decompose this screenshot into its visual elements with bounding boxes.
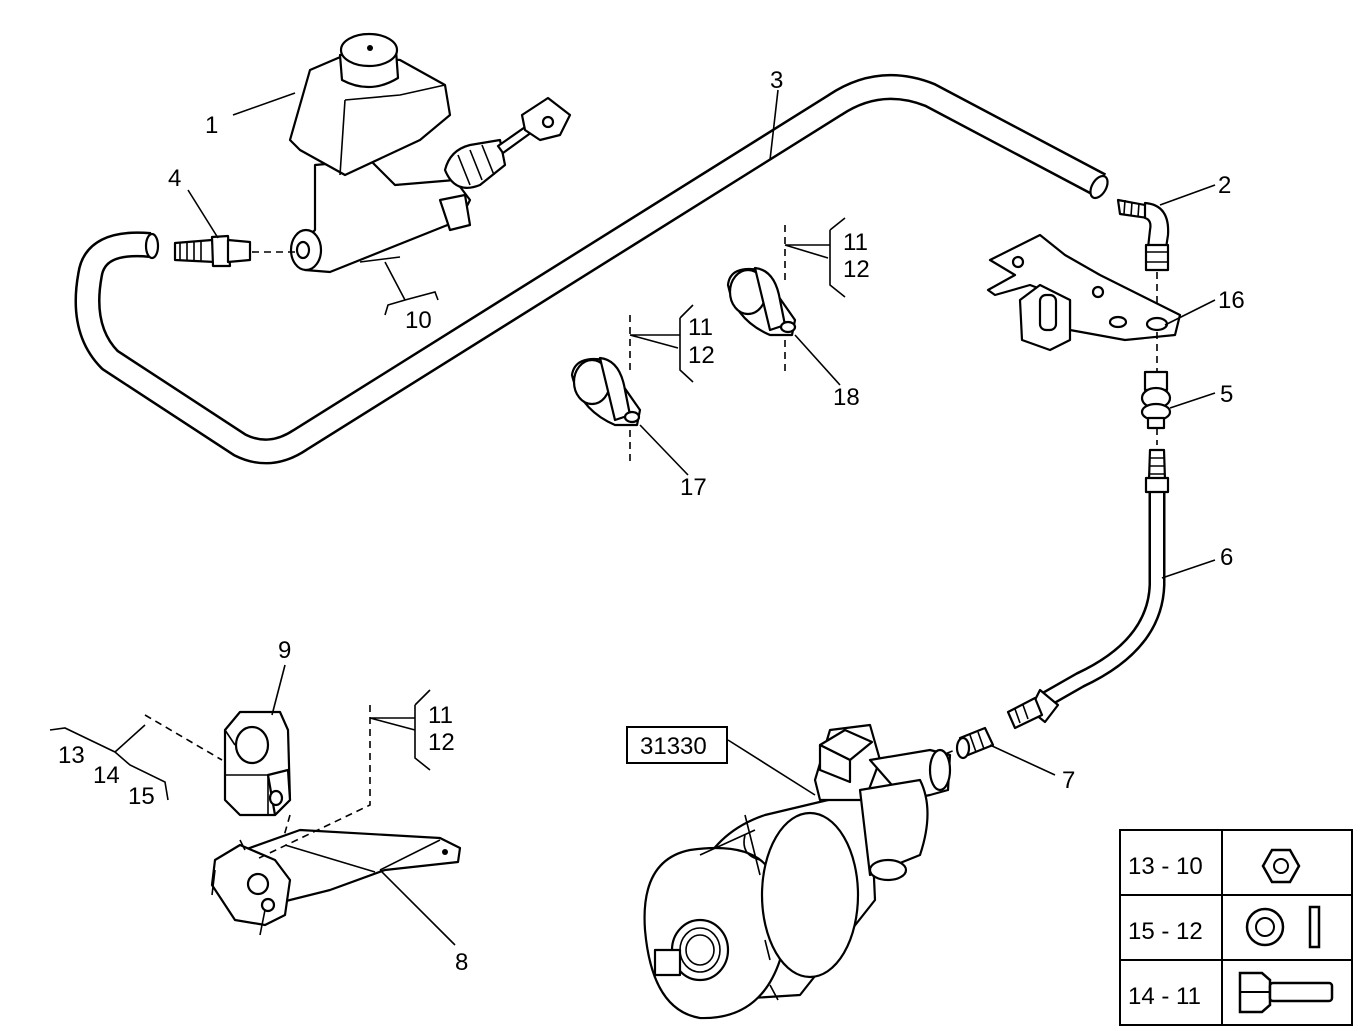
p-clip [726,266,797,337]
callout-12: 12 [843,256,870,283]
callout-6: 6 [1220,544,1233,571]
reference-number: 31330 [640,733,707,760]
hose-nipple [955,726,995,760]
flexible-hose [1006,448,1170,730]
slave-cylinder-assembly [643,723,952,1020]
callout-8: 8 [455,949,468,976]
mounting-bracket [986,233,1182,352]
bolt-icon [1238,971,1334,1014]
callout-16: 16 [1218,287,1245,314]
callout-13: 13 [58,742,85,769]
elbow-fitting [1116,198,1170,272]
callout-9: 9 [278,637,291,664]
callout-2: 2 [1218,172,1231,199]
callout-3: 3 [770,67,783,94]
callout-12: 12 [688,342,715,369]
callout-17: 17 [680,474,707,501]
callout-1: 1 [205,112,218,139]
hydraulic-line [74,74,1109,465]
callout-11: 11 [428,702,453,729]
callout-18: 18 [833,384,860,411]
callout-7: 7 [1062,767,1075,794]
legend-label: 15 - 12 [1128,918,1203,945]
p-clip [570,356,642,427]
callout-15: 15 [128,783,155,810]
hardware-legend: 13 - 10 15 - 12 14 - 11 [1119,829,1353,1026]
legend-label: 13 - 10 [1128,853,1203,880]
callout-12: 12 [428,729,455,756]
washer-icon [1245,905,1321,949]
master-cylinder [288,32,572,274]
callout-labels: 1 2 3 4 5 6 7 8 9 10 11 12 11 12 11 12 1… [58,67,1245,976]
callout-11: 11 [843,229,868,256]
reference-box: 31330 [626,726,728,764]
callout-5: 5 [1220,381,1233,408]
union-fitting [1140,370,1172,430]
clutch-lever [210,828,462,927]
callout-4: 4 [168,165,181,192]
clamp-block [223,710,292,817]
callout-14: 14 [93,762,120,789]
leader-lines [49,89,1216,946]
callout-11: 11 [688,314,713,341]
straight-fitting [173,234,252,268]
legend-label: 14 - 11 [1128,983,1201,1010]
callout-10: 10 [405,307,432,334]
hex-nut-icon [1261,848,1301,884]
